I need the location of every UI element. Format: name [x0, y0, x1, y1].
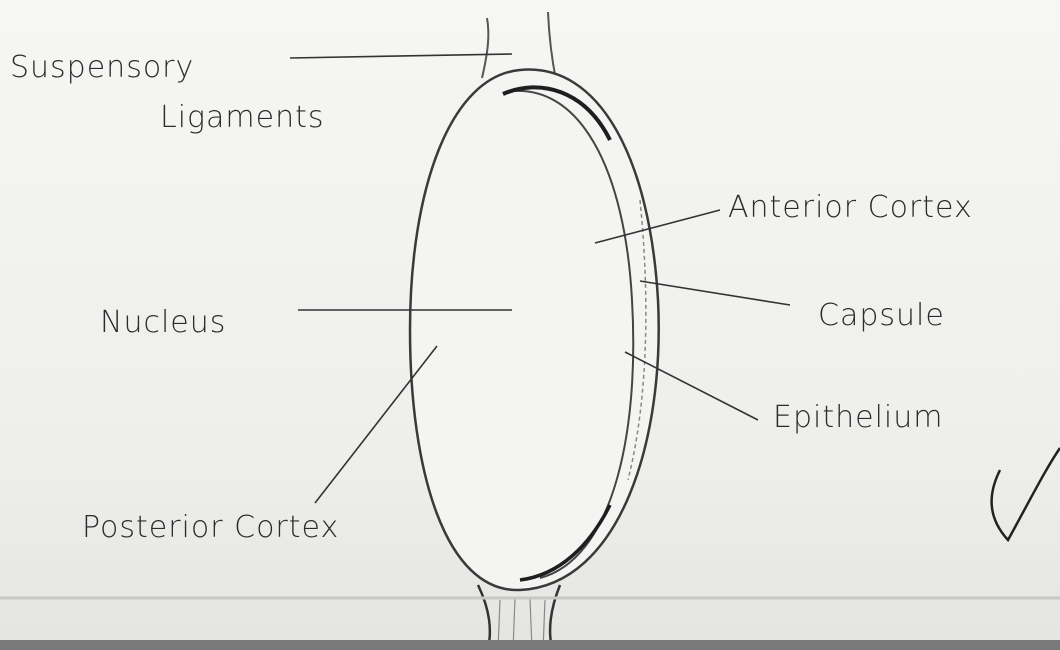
leader-suspensory [290, 54, 512, 58]
label-capsule: Capsule [818, 298, 945, 333]
bottom-strip [0, 640, 1060, 650]
suspensory-ligament-left [482, 18, 488, 78]
suspensory-ligament-right [548, 12, 556, 80]
checkmark-icon [992, 448, 1060, 540]
label-suspensory-line1: Suspensory [10, 50, 194, 85]
label-anterior-cortex: Anterior Cortex [728, 190, 973, 225]
lens-capsule-outline [410, 70, 659, 591]
label-posterior-cortex: Posterior Cortex [82, 510, 339, 545]
leader-capsule [640, 281, 790, 305]
label-epithelium: Epithelium [773, 400, 943, 435]
label-nucleus: Nucleus [100, 305, 226, 340]
label-suspensory-line2: Ligaments [160, 100, 325, 135]
